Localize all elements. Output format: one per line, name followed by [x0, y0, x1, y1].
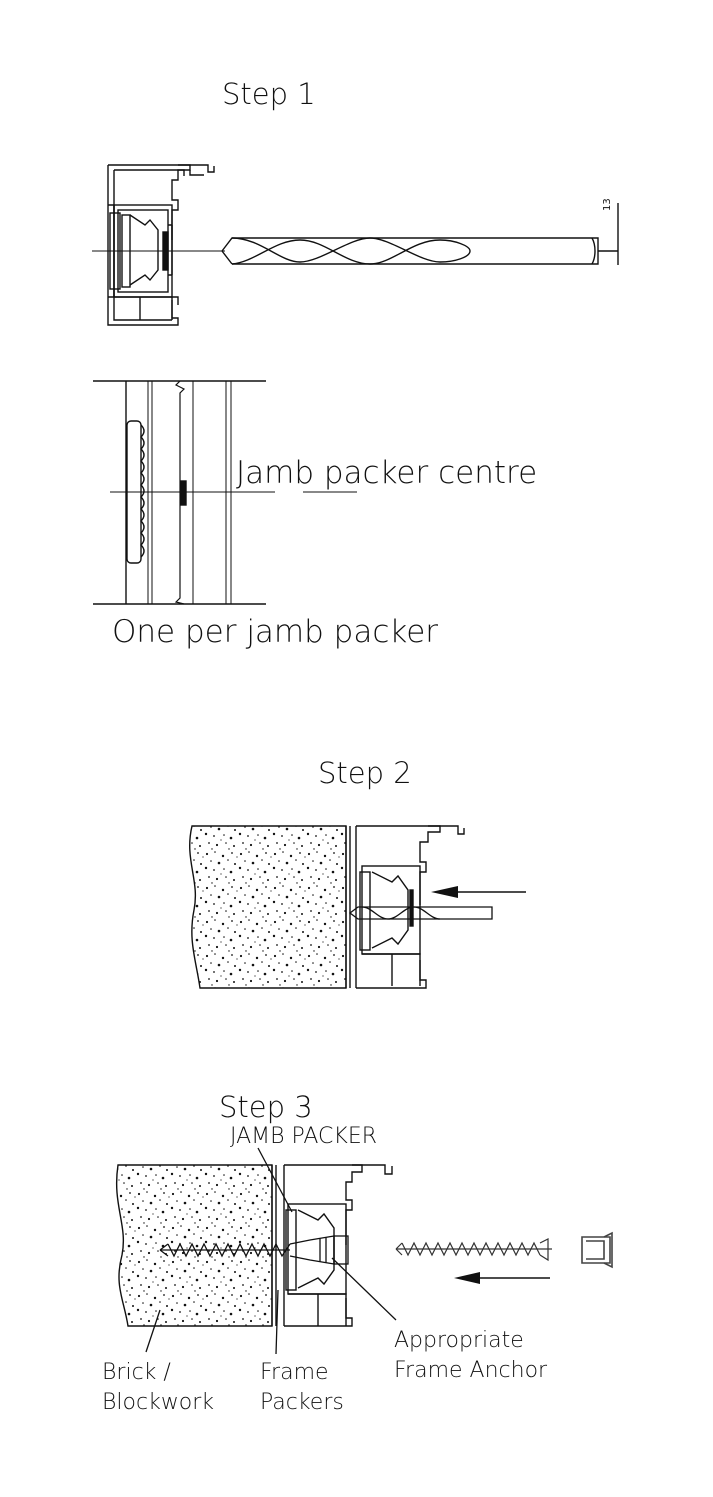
frame-anchor-installed	[159, 1235, 349, 1265]
frame-anchor-line-1: Appropriate	[394, 1328, 524, 1353]
frame-profile-section-step1	[107, 164, 215, 326]
drill-bit	[221, 203, 619, 265]
frame-profile-step3	[271, 1164, 393, 1327]
frame-anchor-line-2: Frame Anchor	[394, 1358, 548, 1383]
anchor-leader	[331, 1257, 397, 1321]
jamb-elevation	[93, 380, 357, 605]
one-per-jamb-packer-note: One per jamb packer	[112, 614, 439, 650]
frame-anchor-label: Appropriate Frame Anchor	[394, 1326, 547, 1386]
frame-profile-step2	[345, 825, 465, 989]
wall-section-step3	[115, 1164, 273, 1327]
brick-blockwork-label: Brick / Blockwork	[102, 1358, 214, 1418]
leader-lines	[145, 1147, 397, 1355]
step-3-title: Step 3	[219, 1090, 313, 1124]
drill-direction-arrow-step2	[431, 886, 526, 898]
brick-label-line-1: Brick /	[102, 1360, 171, 1385]
frame-packers-line-2: Packers	[260, 1390, 344, 1415]
drill-in-frame-step2	[348, 906, 493, 920]
loose-screw	[395, 1238, 552, 1262]
brick-leader	[145, 1309, 161, 1353]
frame-packers-line-1: Frame	[260, 1360, 329, 1385]
frame-packers-leader	[275, 1289, 279, 1355]
wall-section-step2	[189, 825, 347, 989]
step-1-title: Step 1	[222, 77, 316, 111]
jamb-packer-centre-label: Jamb packer centre	[236, 455, 538, 491]
anchor-cap-icon	[581, 1231, 613, 1269]
step-2-title: Step 2	[318, 756, 412, 790]
brick-label-line-2: Blockwork	[102, 1390, 215, 1415]
frame-packers-label: Frame Packers	[260, 1358, 344, 1418]
jamb-packer-leader	[257, 1147, 293, 1213]
insert-direction-arrow-step3	[454, 1272, 550, 1284]
jamb-packer-callout: JAMB PACKER	[230, 1124, 378, 1149]
drill-dimension: 13	[602, 198, 613, 211]
